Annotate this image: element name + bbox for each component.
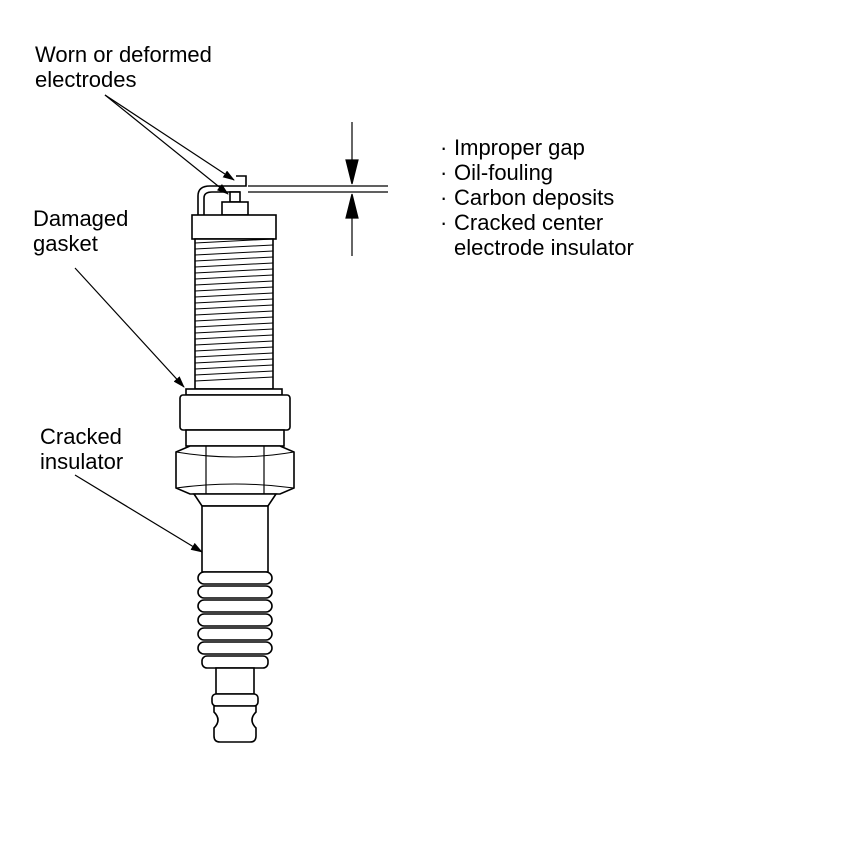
check-item-oil-fouling: ·Oil-fouling — [440, 160, 554, 185]
terminal-stem — [215, 667, 255, 695]
terminal-nut — [213, 705, 257, 743]
bullet: · — [440, 135, 448, 160]
leader-gasket — [74, 267, 185, 388]
center-electrode — [229, 191, 241, 203]
leader-electrodes-center — [104, 94, 229, 195]
upper-insulator — [201, 505, 269, 573]
gap-dimension — [248, 122, 388, 256]
bullet: · — [440, 185, 448, 210]
flange — [179, 394, 291, 431]
check-item-carbon-deposits: ·Carbon deposits — [440, 185, 615, 210]
check-item-cracked-center: ·Cracked center — [440, 210, 604, 235]
insulator-ribs — [197, 571, 273, 669]
bullet: · — [440, 160, 448, 185]
thread-lines — [194, 238, 274, 382]
spark-plug — [175, 175, 295, 743]
check-item-continuation: electrode insulator — [454, 235, 634, 260]
ground-electrode — [197, 175, 247, 215]
leader-lines — [74, 94, 235, 553]
leader-electrodes-ground — [104, 94, 235, 181]
bullet: · — [440, 210, 448, 235]
leader-insulator — [74, 474, 203, 553]
label-worn-electrodes: Worn or deformed electrodes — [35, 42, 212, 92]
gap-check-list: ·Improper gap ·Oil-fouling ·Carbon depos… — [440, 135, 634, 260]
check-item-improper-gap: ·Improper gap — [440, 135, 585, 160]
threaded-body — [191, 214, 277, 240]
hex-nut — [175, 445, 295, 495]
label-damaged-gasket: Damaged gasket — [33, 206, 129, 256]
label-cracked-insulator: Cracked insulator — [40, 424, 124, 474]
gasket — [185, 388, 283, 396]
